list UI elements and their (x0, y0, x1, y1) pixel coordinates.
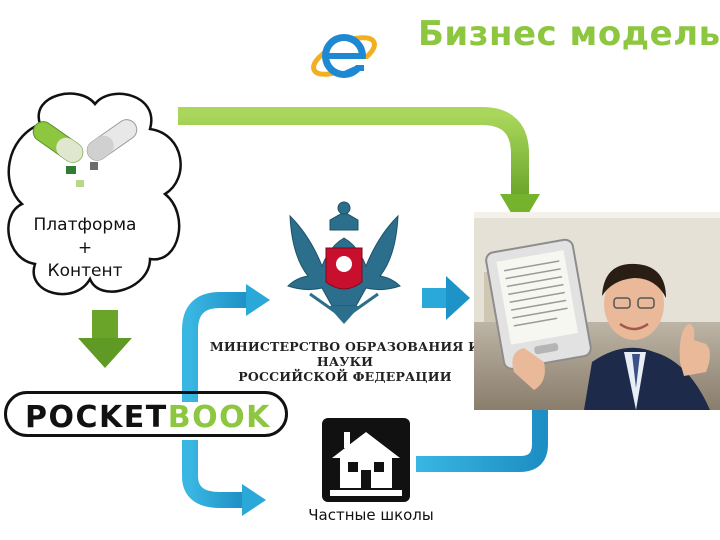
arrow-pocketbook-to-school-head (242, 484, 266, 516)
pocketbook-logo-pocket: POCKET (25, 400, 168, 435)
cloud-label-line3: Контент (47, 261, 123, 281)
cloud-label-line1: Платформа (33, 215, 137, 235)
ministry-label-line1: МИНИСТЕРСТВО ОБРАЗОВАНИЯ И НАУКИ (209, 339, 481, 369)
pocketbook-logo-text: POCKETBOOK (25, 398, 271, 438)
student-photo (474, 212, 720, 410)
ministry-label-line2: РОССИЙСКОЙ ФЕДЕРАЦИИ (238, 369, 452, 384)
student-illustration (474, 212, 720, 410)
ministry-label: МИНИСТЕРСТВО ОБРАЗОВАНИЯ И НАУКИ РОССИЙС… (200, 339, 490, 384)
arrow-pocketbook-to-ministry (182, 292, 248, 402)
cloud-shape (7, 92, 182, 296)
arrow-pocketbook-to-ministry-head (246, 284, 270, 316)
pocketbook-logo: POCKETBOOK (0, 389, 292, 441)
arrow-cloud-to-pocketbook-head (78, 338, 132, 368)
capsules-icon (32, 119, 138, 187)
pocketbook-logo-frame: POCKETBOOK (4, 391, 288, 437)
arrow-ministry-to-student (422, 288, 448, 308)
arrow-cloud-to-student (178, 107, 529, 196)
cloud-label: Платформа + Контент (10, 214, 160, 283)
page-title: Бизнес модель (418, 14, 720, 54)
pocketbook-logo-book: BOOK (167, 400, 271, 435)
school-label: Частные школы (308, 506, 434, 524)
school-house-icon (322, 418, 410, 502)
arrow-cloud-to-student-head (500, 194, 540, 228)
cloud-label-line2: + (77, 238, 93, 258)
ie-logo-icon (311, 34, 377, 78)
arrow-pocketbook-to-school (182, 440, 244, 508)
arrow-cloud-to-pocketbook (92, 310, 118, 340)
arrow-school-to-student (416, 406, 548, 472)
arrow-ministry-to-student-head (446, 276, 470, 320)
state-emblem-icon (287, 201, 401, 324)
